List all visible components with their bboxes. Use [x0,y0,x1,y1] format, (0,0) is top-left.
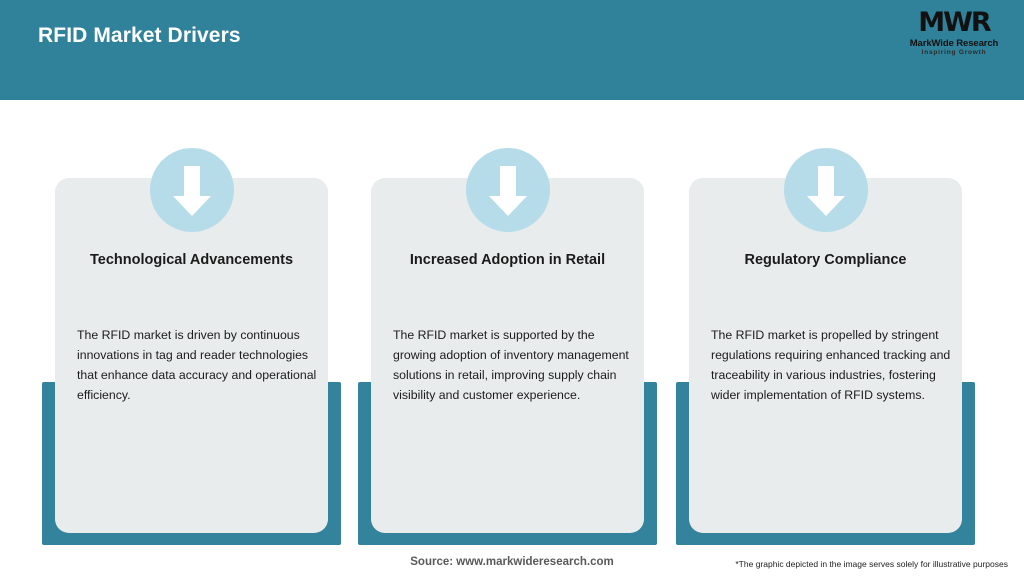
down-arrow-icon [783,148,868,232]
down-arrow-icon [149,148,234,232]
card-title: Regulatory Compliance [744,252,907,268]
driver-cards-row: Technological Advancements The RFID mark… [0,148,1024,548]
down-arrow-icon [465,148,550,232]
driver-card: Increased Adoption in Retail The RFID ma… [358,148,657,545]
logo-company-name: MarkWide Research [909,38,999,49]
brand-logo: MWR MarkWide Research Inspiring Growth [902,9,1006,56]
card-panel [371,178,644,533]
source-label: Source: www.markwideresearch.com [410,556,614,568]
card-title: Technological Advancements [89,252,294,268]
card-body-text: The RFID market is propelled by stringen… [711,328,951,402]
driver-card: Technological Advancements The RFID mark… [42,148,341,545]
logo-tagline: Inspiring Growth [921,48,987,56]
card-panel [55,178,328,533]
card-title: Increased Adoption in Retail [409,252,606,268]
page-title: RFID Market Drivers [38,24,241,47]
card-body-text: The RFID market is driven by continuous … [77,328,317,402]
card-panel [689,178,962,533]
driver-card: Regulatory Compliance The RFID market is… [676,148,975,545]
card-body-text: The RFID market is supported by the grow… [393,328,629,402]
page-header: RFID Market Drivers MWR MarkWide Researc… [0,0,1024,100]
logo-monogram: MWR [918,7,991,38]
disclaimer-text: *The graphic depicted in the image serve… [735,559,1008,569]
